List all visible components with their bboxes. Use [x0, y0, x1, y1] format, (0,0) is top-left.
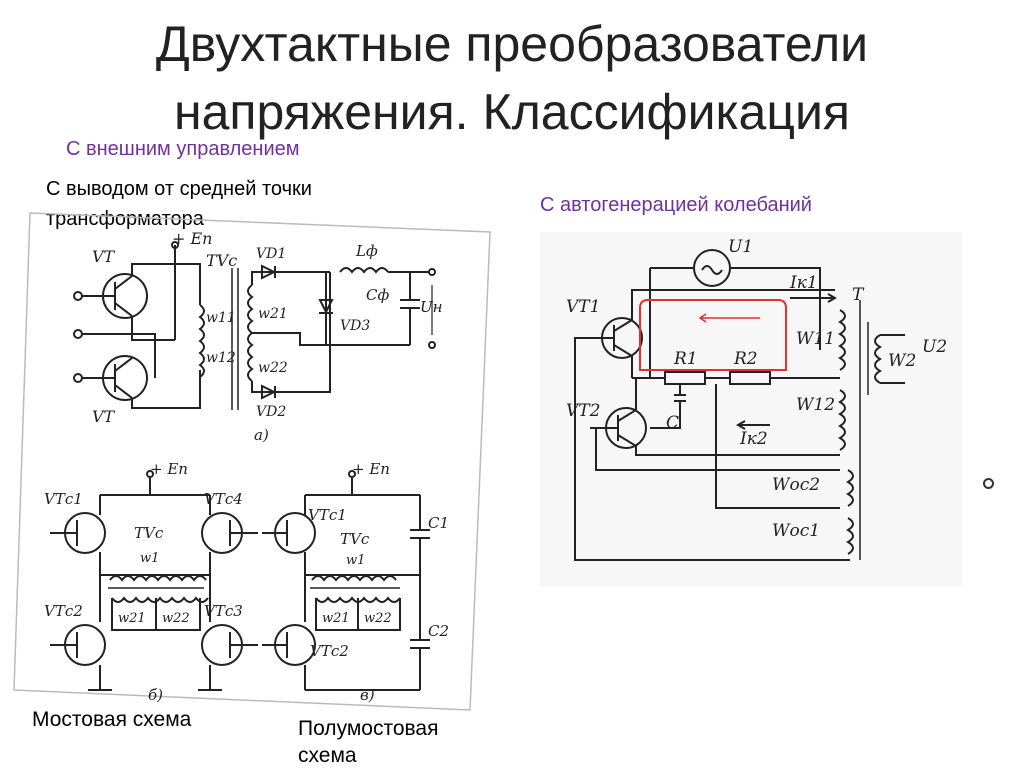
inductor-lf: [339, 267, 389, 274]
cf-label: Cф: [366, 286, 389, 304]
w22-label-b: w22: [162, 611, 190, 626]
circuit-b: VTс1 VTс4 VTс2 VTс3 + Eп TVс w1 w21 w22 …: [44, 460, 258, 704]
w11-label: w11: [206, 310, 236, 326]
fig-c-label: в): [360, 686, 375, 704]
winding-w12: [838, 389, 846, 451]
diode-vd2: [261, 384, 277, 400]
title-line-1: Двухтактные преобразователи: [155, 16, 869, 72]
winding-w11: [838, 309, 846, 371]
diode-vd1: [261, 264, 277, 280]
external-control-label: С внешним управлением: [66, 138, 300, 160]
vtc2-label-c: VTс2: [310, 642, 349, 660]
w21-label: w21: [258, 306, 288, 322]
current-path: [639, 299, 787, 371]
u2-label: U2: [922, 337, 947, 357]
winding-woc2: [846, 469, 854, 507]
resistor-r2: [729, 371, 771, 385]
tv-label-c: TVс: [340, 530, 370, 548]
tv-label-b: TVс: [134, 524, 164, 542]
supply-label-c: + Eп: [352, 460, 390, 478]
woc2-label: Wос2: [772, 475, 820, 495]
resistor-r1: [664, 371, 706, 385]
vtc1-label-c: VTс1: [308, 506, 347, 524]
w1-label-b: w1: [140, 551, 159, 566]
fig-a-label: а): [254, 426, 269, 444]
c-label-d: C: [666, 413, 679, 433]
w12-label: w12: [206, 350, 236, 366]
transformer-t-label: T: [852, 285, 865, 305]
w11-label-d: W11: [796, 329, 835, 349]
midpoint-tap-label-line-1: С выводом от средней точки: [46, 178, 312, 200]
vtc1-label-b: VTс1: [44, 490, 83, 508]
capacitor-c: [650, 384, 686, 429]
r2-label: R2: [733, 349, 758, 369]
vtc3-label-b: VTс3: [204, 602, 243, 620]
w21-label-c: w21: [322, 611, 350, 626]
r1-label: R1: [673, 349, 698, 369]
ik1-label: Iк1: [789, 273, 818, 293]
bullet-marker: [983, 478, 994, 489]
lf-label: Lф: [355, 242, 378, 260]
vtc2-label-b: VTс2: [44, 602, 83, 620]
winding-w1-c: [311, 575, 397, 582]
bridge-caption: Мостовая схема: [32, 708, 192, 731]
w12-label-d: W12: [796, 395, 835, 415]
capacitor-cf: [400, 272, 420, 345]
winding-woc1: [846, 517, 854, 555]
winding-w2-b: [111, 596, 209, 603]
vt2-label-d: VT2: [566, 401, 600, 421]
vd1-label: VD1: [256, 246, 286, 262]
tv-label-a: TVс: [206, 251, 237, 270]
w1-label-c: w1: [346, 553, 365, 568]
vt1-label-d: VT1: [566, 297, 600, 317]
ik2-label: Iк2: [739, 429, 768, 449]
fig-b-label: б): [148, 686, 163, 704]
winding-w1-a: [198, 304, 205, 378]
winding-w2: [874, 334, 882, 384]
winding-w1-b: [109, 575, 207, 582]
slide-title: Двухтактные преобразователи напряжения. …: [0, 10, 1024, 146]
supply-label-b: + Eп: [150, 460, 188, 478]
circuit-d-background: [540, 232, 962, 587]
vd3-label: VD3: [340, 318, 370, 334]
u1-label: U1: [728, 237, 753, 257]
circuit-c: VTс1 VTс2 + Eп TVс w1 w21 w22 C1 C2 в): [262, 460, 449, 704]
c1-label: C1: [428, 514, 449, 532]
woc1-label: Wос1: [772, 521, 820, 541]
halfbridge-caption-line-1: Полумостовая: [298, 717, 439, 740]
vtc4-label-b: VTс4: [204, 490, 243, 508]
vt2-label-a: VT: [92, 407, 116, 426]
un-label: Uн: [420, 298, 443, 316]
vd2-label: VD2: [256, 404, 286, 420]
capacitors-c1-c2: [305, 495, 430, 691]
c2-label: C2: [428, 622, 449, 640]
halfbridge-caption-line-2: схема: [298, 744, 357, 767]
circuit-a: VT VT + Eп TVс w11 w12 w21 w22 VD1 VD2 V…: [73, 229, 443, 444]
self-oscillation-label: С автогенерацией колебаний: [540, 194, 812, 216]
w22-label-c: w22: [364, 611, 392, 626]
midpoint-tap-label-line-2: трансформатора: [46, 208, 204, 230]
supply-label-a: + Eп: [172, 229, 212, 248]
vt1-label-a: VT: [92, 247, 116, 266]
title-line-2: напряжения. Классификация: [173, 84, 850, 140]
scan-page-border: [13, 212, 491, 711]
w21-label-b: w21: [118, 611, 146, 626]
w2-label-d: W2: [888, 351, 916, 371]
w22-label: w22: [258, 360, 288, 376]
